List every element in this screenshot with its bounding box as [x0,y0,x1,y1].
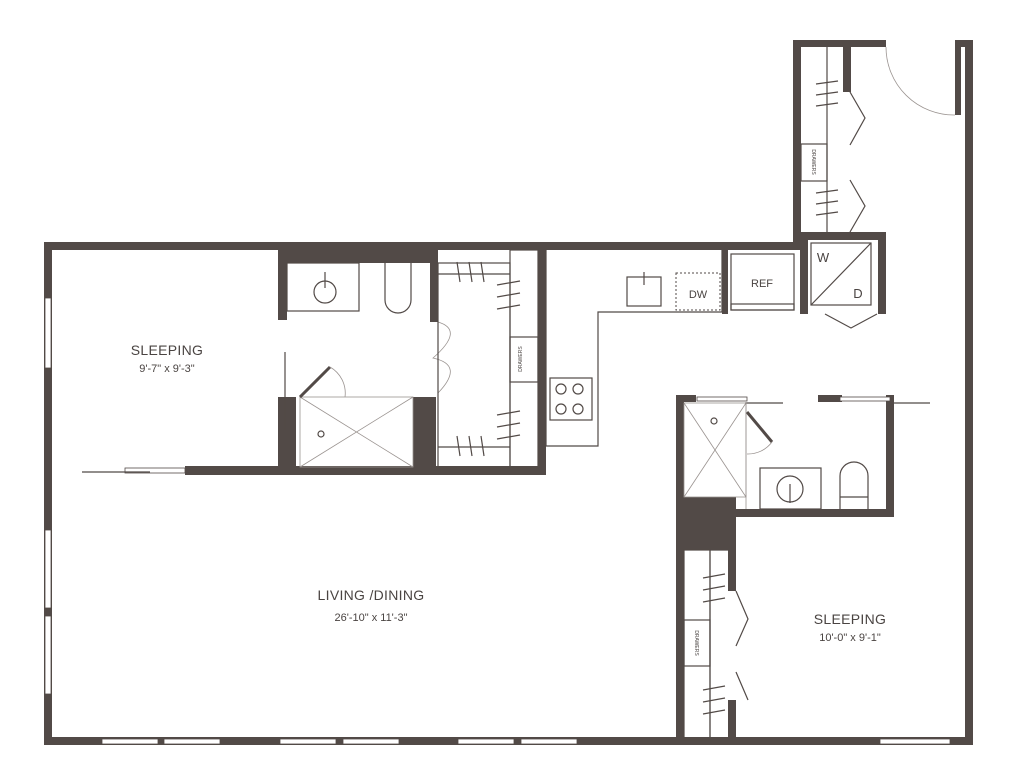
labels: SLEEPING 9'-7" x 9'-3" LIVING /DINING 26… [131,149,886,656]
dryer-label: D [853,286,862,301]
drawers-label: DRAWERS [518,346,524,372]
room-title-sleeping-left: SLEEPING [131,342,203,358]
windows [44,297,951,745]
drawers-label: DRAWERS [810,149,816,175]
room-dims-sleeping-left: 9'-7" x 9'-3" [139,363,195,375]
fixtures-lines [82,46,956,741]
dishwasher-label: DW [689,289,708,301]
room-title-sleeping-right: SLEEPING [814,611,886,627]
washer-label: W [817,250,830,265]
room-dims-sleeping-right: 10'-0" x 9'-1" [819,632,881,644]
drawers-label: DRAWERS [693,630,699,656]
room-title-living: LIVING /DINING [318,587,425,603]
refrigerator-label: REF [751,278,773,290]
room-dims-living: 26'-10" x 11'-3" [335,612,408,624]
